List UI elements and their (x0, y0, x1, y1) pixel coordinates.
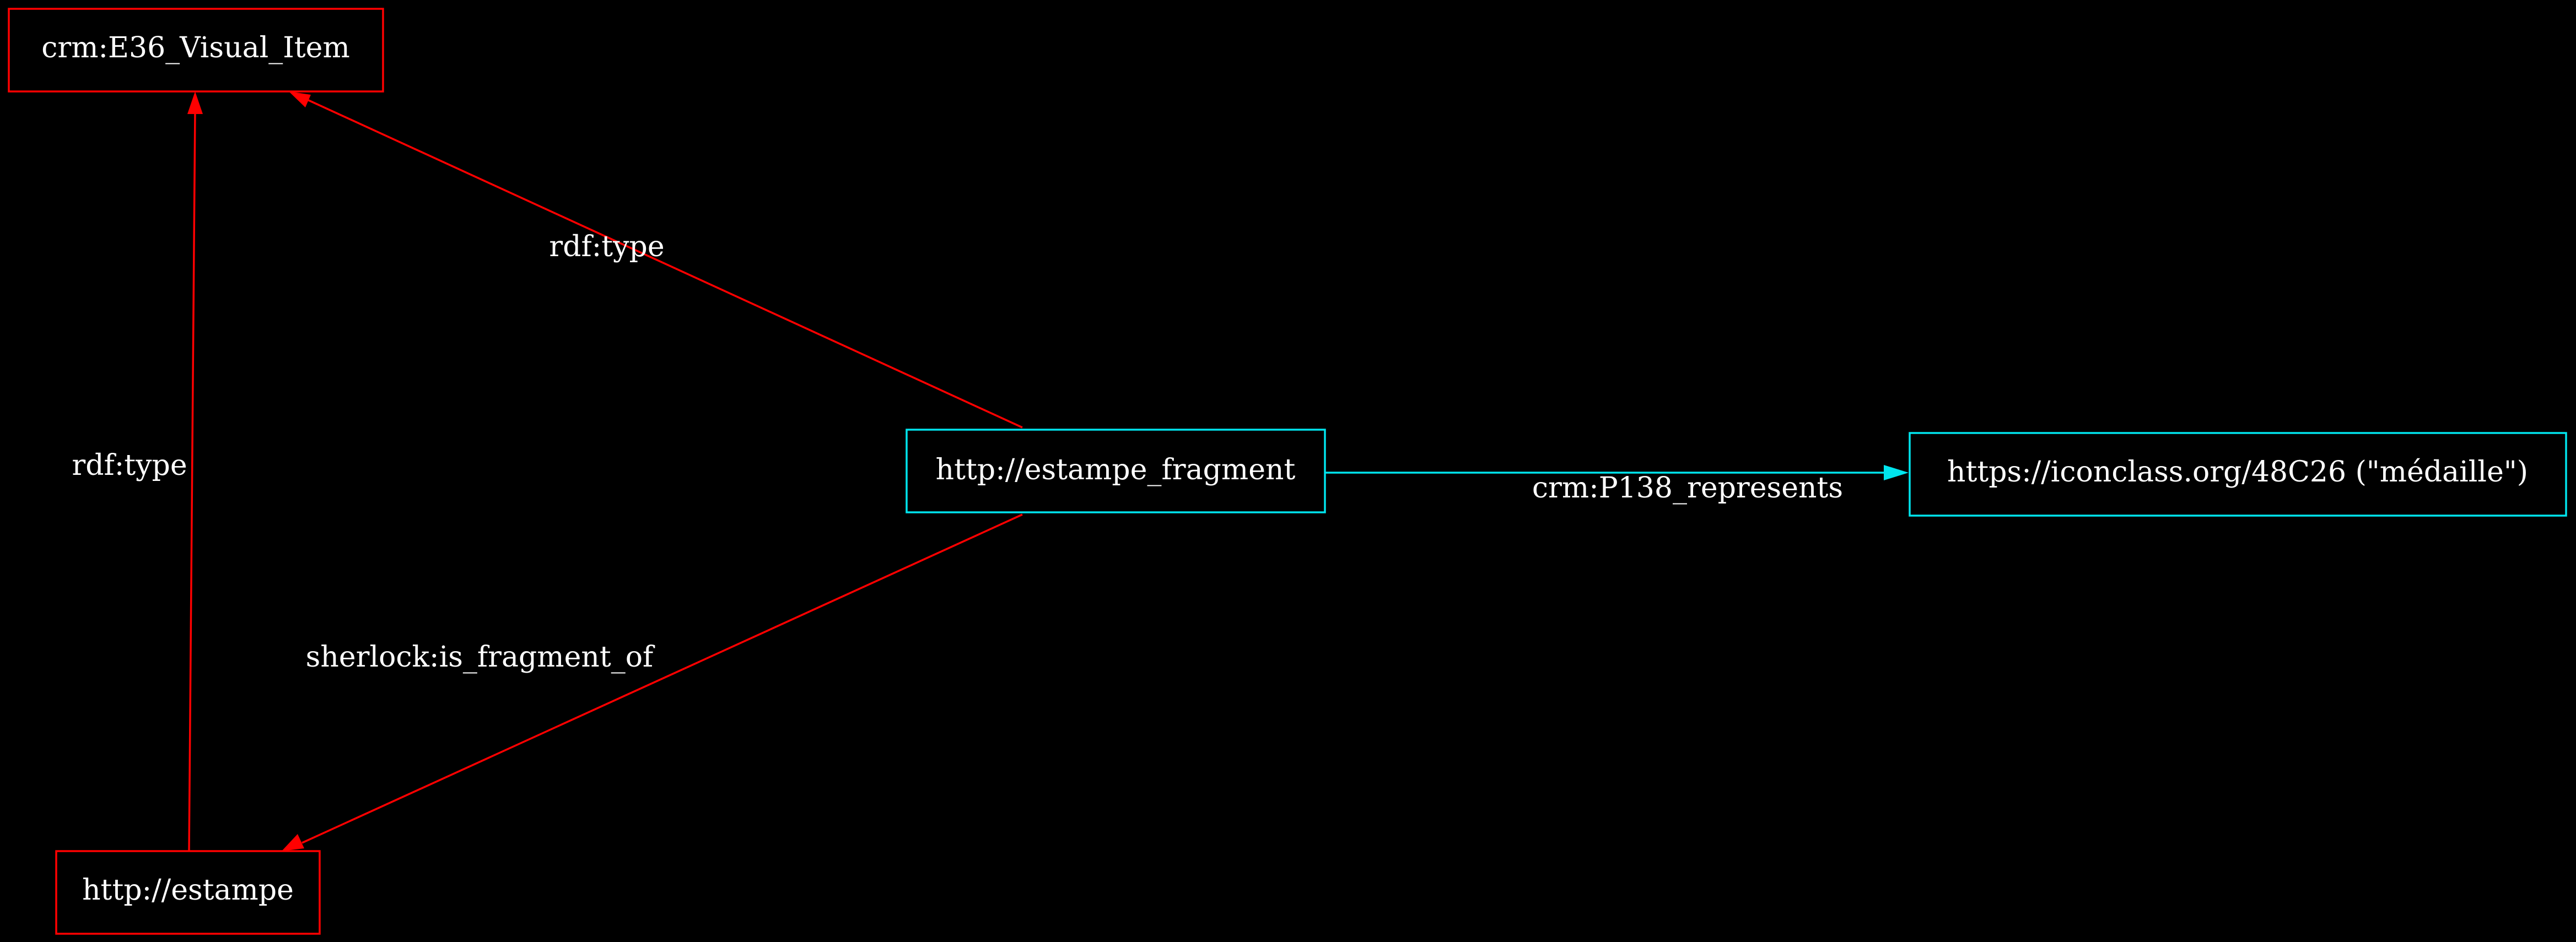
node-label: http://estampe (82, 874, 294, 907)
arrowhead-icon (289, 91, 311, 107)
edge-line (296, 94, 1023, 429)
edge-label-fragment-rdf-type: rdf:type (549, 230, 664, 263)
edge-estampe-rdf-type (187, 91, 203, 852)
node-box (1909, 432, 2567, 517)
node-visual-item[interactable]: crm:E36_Visual_Item (8, 8, 384, 93)
arrowhead-icon (282, 834, 304, 851)
node-label: http://estampe_fragment (936, 453, 1296, 486)
node-box (55, 850, 321, 935)
node-label: crm:E36_Visual_Item (41, 31, 350, 64)
node-estampe-fragment[interactable]: http://estampe_fragment (906, 429, 1326, 513)
node-iconclass[interactable]: https://iconclass.org/48C26 ("médaille") (1909, 432, 2567, 517)
node-label: https://iconclass.org/48C26 ("médaille") (1947, 456, 2528, 489)
edge-label-is-fragment-of: sherlock:is_fragment_of (306, 641, 655, 674)
arrowhead-icon (187, 91, 203, 114)
edge-line (301, 513, 1023, 844)
edge-line (188, 110, 196, 852)
edge-is-fragment-of (282, 513, 1023, 851)
node-box (906, 429, 1326, 513)
node-box (8, 8, 384, 93)
arrowhead-icon (1884, 465, 1909, 480)
edge-label-estampe-rdf-type: rdf:type (72, 449, 187, 482)
edge-represents (1325, 465, 1909, 480)
node-estampe[interactable]: http://estampe (55, 850, 321, 935)
edge-fragment-rdf-type (289, 91, 1023, 429)
edge-label-represents: crm:P138_represents (1532, 472, 1843, 505)
